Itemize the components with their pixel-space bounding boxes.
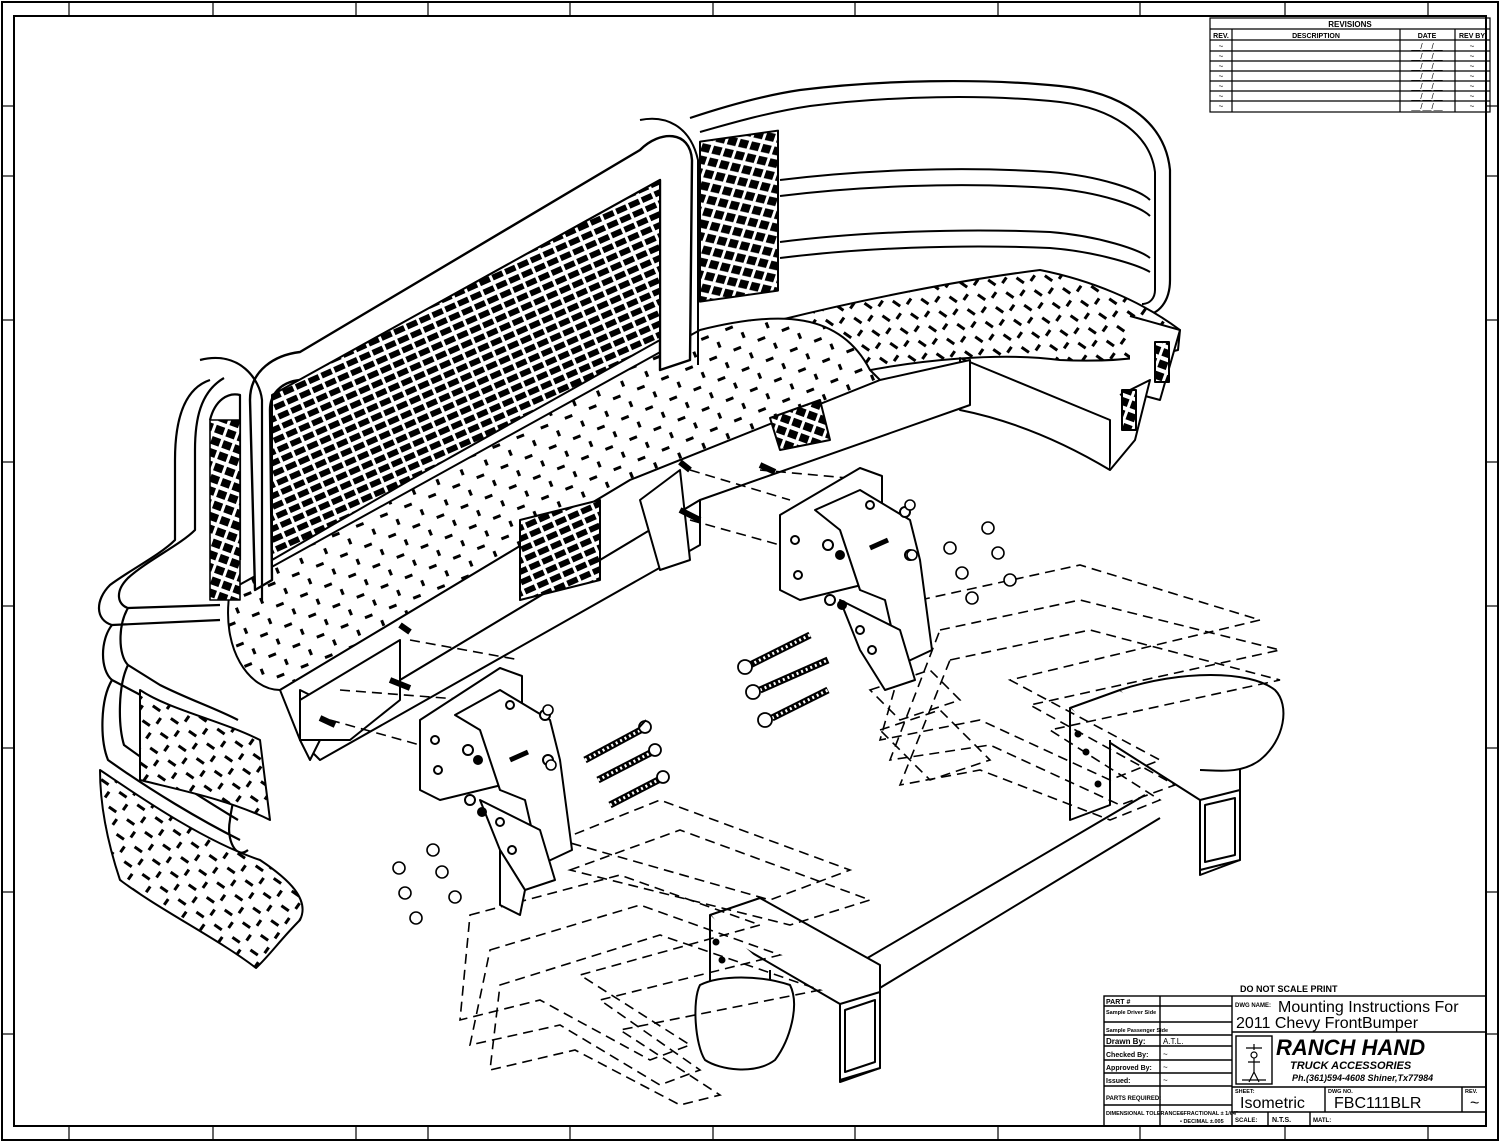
- sample-driver-label: Sample Driver Side: [1106, 1010, 1156, 1016]
- issued-value: ~: [1163, 1076, 1168, 1085]
- rev-by-cell: ~: [1470, 82, 1475, 91]
- issued-label: Issued:: [1106, 1078, 1131, 1085]
- dimensional-tolerances-label: DIMENSIONAL TOLERANCES: [1106, 1111, 1184, 1117]
- washer: [448, 890, 462, 904]
- sheet-value: Isometric: [1240, 1095, 1305, 1112]
- rev-value: ~: [1470, 1095, 1479, 1112]
- bolt: [757, 686, 830, 728]
- rev-header: REV.: [1213, 33, 1229, 40]
- date-cell: __/__/__: [1410, 62, 1443, 71]
- nuts-and-washers: [392, 499, 1017, 925]
- nut: [392, 861, 406, 875]
- material-label: MATL:: [1313, 1118, 1331, 1124]
- rev-by-cell: ~: [1470, 62, 1475, 71]
- approved-by-label: Approved By:: [1106, 1065, 1152, 1072]
- ranch-hand-logo-icon: [1242, 1044, 1266, 1083]
- company-subtitle: TRUCK ACCESSORIES: [1290, 1060, 1412, 1072]
- rev-cell: ~: [1219, 102, 1224, 111]
- date-cell: __/__/__: [1410, 72, 1443, 81]
- bolt: [318, 459, 777, 728]
- dwg-no-value: FBC111BLR: [1334, 1095, 1421, 1112]
- bolt: [596, 743, 662, 784]
- sample-passenger-label: Sample Passenger Side: [1106, 1028, 1168, 1034]
- rev-by-cell: ~: [1470, 42, 1475, 51]
- fractional-tolerance: • FRACTIONAL ± 1/64": [1180, 1111, 1239, 1117]
- nut: [398, 886, 412, 900]
- dwg-name-line1: Mounting Instructions For: [1278, 999, 1459, 1016]
- bumper-assembly: [97, 79, 1181, 969]
- date-cell: __/__/__: [1410, 52, 1443, 61]
- rev-by-cell: ~: [1470, 92, 1475, 101]
- left-tread-wing: [99, 769, 304, 969]
- drawn-by-label: Drawn By:: [1106, 1037, 1146, 1046]
- right-mounting-bracket: [779, 467, 933, 691]
- nut: [1003, 573, 1017, 587]
- hex-bolts: [318, 459, 830, 809]
- decimal-tolerance: • DECIMAL ±.005: [1180, 1119, 1224, 1125]
- approved-by-value: ~: [1163, 1063, 1168, 1072]
- checked-by-value: ~: [1163, 1050, 1168, 1059]
- washer: [906, 549, 918, 561]
- right-grille-guard: [689, 79, 1172, 318]
- left-mounting-bracket: [419, 667, 573, 916]
- part-label: PART #: [1106, 999, 1130, 1006]
- rev-by-cell: ~: [1470, 102, 1475, 111]
- date-cell: __/__/__: [1410, 42, 1443, 51]
- bolt: [745, 656, 830, 700]
- dwg-name-line2: 2011 Chevy FrontBumper: [1236, 1015, 1419, 1032]
- revisions-table: REVISIONS REV. DESCRIPTION DATE REV BY ~…: [1209, 17, 1491, 113]
- date-header: DATE: [1418, 33, 1437, 40]
- frame-rails: [694, 674, 1285, 1083]
- date-cell: __/__/__: [1410, 92, 1443, 101]
- date-cell: __/__/__: [1410, 102, 1443, 111]
- company-contact: Ph.(361)594-4608 Shiner,Tx77984: [1292, 1073, 1433, 1083]
- washer: [943, 541, 957, 555]
- dwg-name-label: DWG NAME:: [1235, 1003, 1271, 1009]
- bolt: [608, 770, 670, 809]
- rev-cell: ~: [1219, 52, 1224, 61]
- rev-by-header: REV BY: [1459, 33, 1485, 40]
- parts-required-label: PARTS REQUIRED:: [1106, 1096, 1161, 1102]
- washer: [904, 499, 916, 511]
- drawn-by-value: A.T.L.: [1163, 1037, 1183, 1046]
- scale-value: N.T.S.: [1272, 1117, 1291, 1124]
- rev-cell: ~: [1219, 42, 1224, 51]
- nut: [991, 546, 1005, 560]
- description-header: DESCRIPTION: [1292, 33, 1340, 40]
- rev-by-cell: ~: [1470, 52, 1475, 61]
- company-name: RANCH HAND: [1276, 1035, 1425, 1060]
- do-not-scale-print: DO NOT SCALE PRINT: [1240, 984, 1338, 994]
- dwg-no-label: DWG NO.: [1328, 1089, 1353, 1095]
- washer: [545, 759, 557, 771]
- revisions-title: REVISIONS: [1328, 20, 1372, 29]
- rev-by-cell: ~: [1470, 72, 1475, 81]
- rev-cell: ~: [1219, 62, 1224, 71]
- nut: [409, 911, 423, 925]
- checked-by-label: Checked By:: [1106, 1052, 1148, 1059]
- center-grille-guard: [199, 117, 699, 600]
- sheet-label: SHEET:: [1235, 1089, 1255, 1095]
- washer: [965, 591, 979, 605]
- bolt: [583, 719, 652, 764]
- nut: [981, 521, 995, 535]
- rev-cell: ~: [1219, 82, 1224, 91]
- hidden-frame-lines: [329, 469, 1281, 1106]
- rev-label: REV.: [1465, 1089, 1478, 1095]
- rev-cell: ~: [1219, 72, 1224, 81]
- washer: [955, 566, 969, 580]
- washer: [426, 843, 440, 857]
- washer: [435, 865, 449, 879]
- scale-label: SCALE:: [1235, 1118, 1257, 1124]
- date-cell: __/__/__: [1410, 82, 1443, 91]
- bolt: [737, 631, 812, 675]
- title-block: [1103, 995, 1487, 1127]
- washer: [542, 704, 554, 716]
- rev-cell: ~: [1219, 92, 1224, 101]
